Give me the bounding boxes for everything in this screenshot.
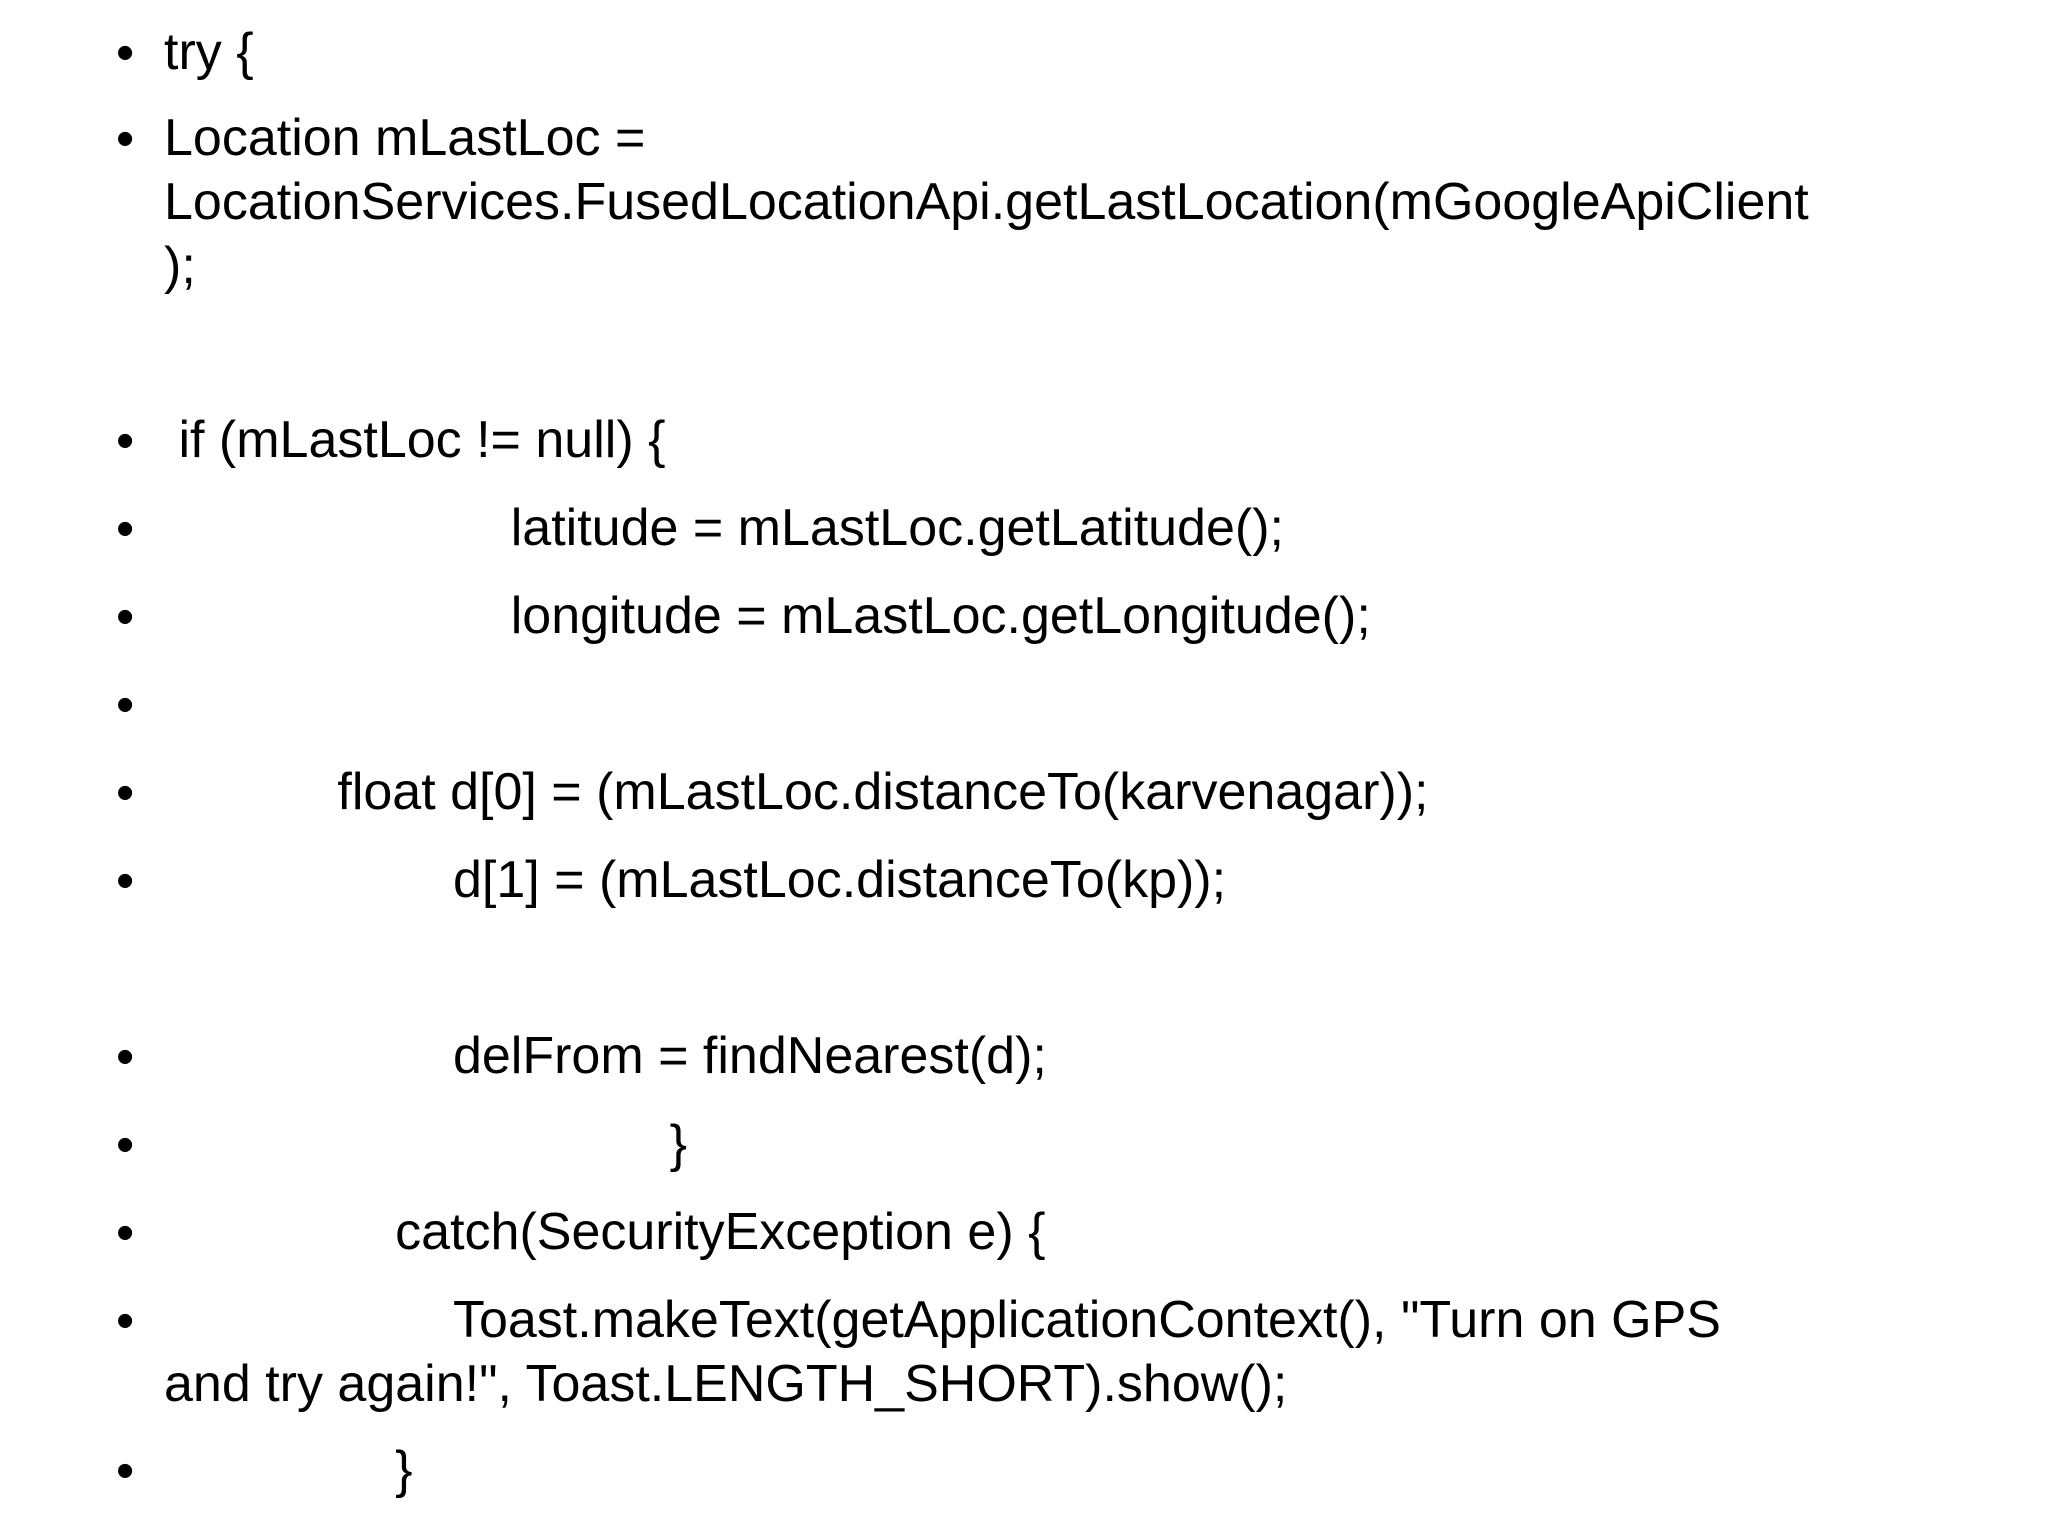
code-line-text: Toast.makeText(getApplicationContext(), …	[164, 1291, 1721, 1413]
bullet: •	[116, 110, 135, 168]
bullet: •	[116, 1442, 135, 1500]
code-line-text: if (mLastLoc != null) {	[164, 411, 666, 469]
code-line-text: }	[164, 1441, 413, 1499]
code-line-text: longitude = mLastLoc.getLongitude();	[164, 587, 1371, 645]
bullet: •	[116, 852, 135, 910]
bullet: •	[116, 764, 135, 822]
code-line-text: try {	[164, 23, 254, 81]
bullet: •	[116, 1292, 135, 1350]
bullet: •	[116, 24, 135, 82]
bullet: •	[116, 588, 135, 646]
bullet: •	[116, 1204, 135, 1262]
code-line-text: Location mLastLoc = LocationServices.Fus…	[164, 109, 1809, 295]
code-line-text: }	[164, 1115, 688, 1173]
bullet: •	[116, 412, 135, 470]
code-line-text: d[1] = (mLastLoc.distanceTo(kp));	[164, 851, 1227, 909]
code-line-text: catch(SecurityException e) {	[164, 1203, 1046, 1261]
bullet: •	[116, 1028, 135, 1086]
bullet: •	[116, 676, 135, 734]
bullet: •	[116, 500, 135, 558]
code-line-text: float d[0] = (mLastLoc.distanceTo(karven…	[164, 763, 1429, 821]
code-line-text: delFrom = findNearest(d);	[164, 1027, 1047, 1085]
code-line-text: latitude = mLastLoc.getLatitude();	[164, 499, 1284, 557]
bullet: •	[116, 1116, 135, 1174]
